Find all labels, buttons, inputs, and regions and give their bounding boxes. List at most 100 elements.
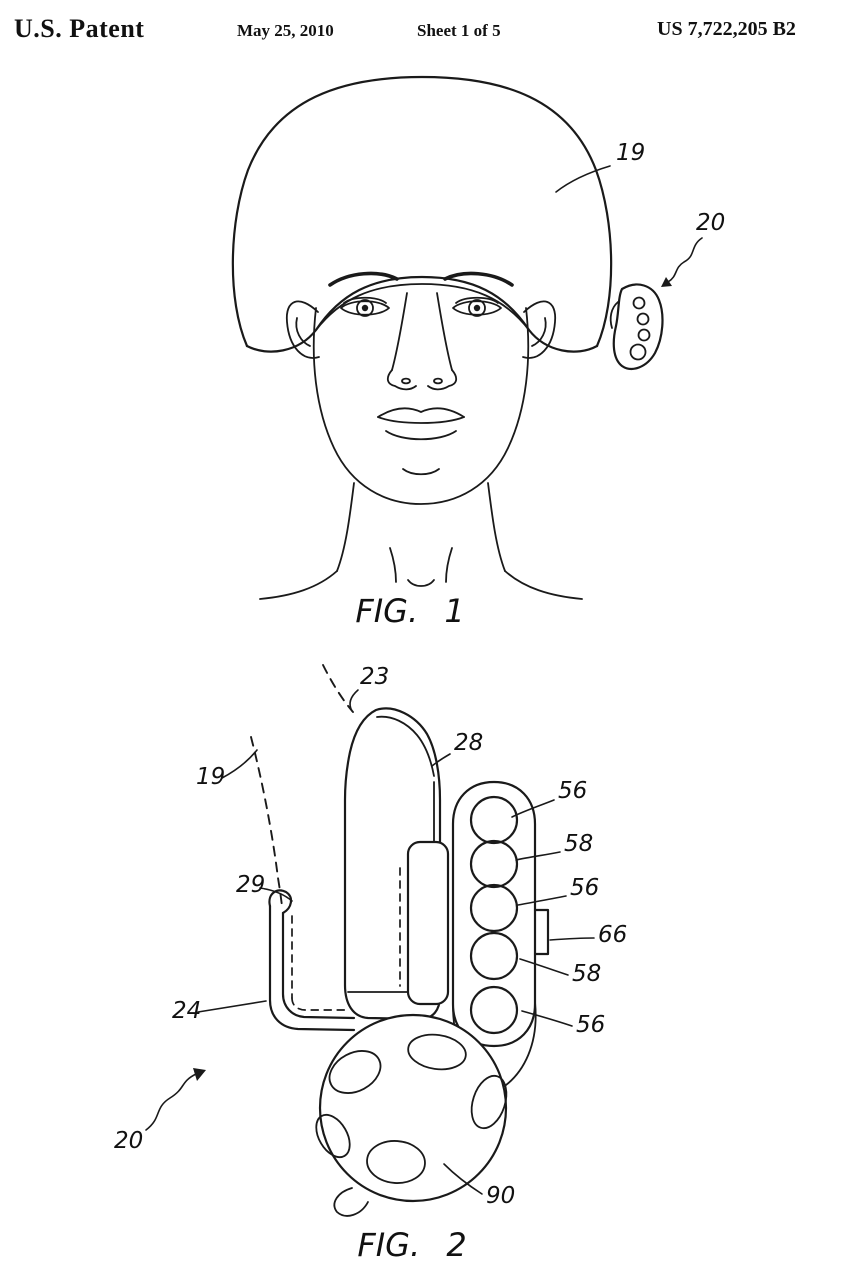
ball-recess-1 [328, 1050, 382, 1094]
leader-line-23 [349, 689, 359, 712]
ref-label-20-fig2: 20 [114, 1128, 143, 1154]
clip-hidden-horizontal [291, 997, 349, 1011]
leader-line-58b [519, 958, 569, 976]
patent-date: May 25, 2010 [237, 21, 334, 40]
right-nostril [433, 377, 443, 385]
ball-recess-2 [407, 1033, 467, 1071]
device-mount-line [609, 301, 619, 329]
leader-line-19 [555, 165, 611, 193]
figure-2-caption: FIG. 2 [357, 1226, 466, 1264]
device-button-2 [636, 312, 650, 326]
clip-curl [268, 889, 293, 915]
helmet-brim [245, 275, 599, 353]
ref-label-28: 28 [454, 730, 483, 756]
right-iris [468, 299, 486, 317]
leader-line-90 [443, 1163, 483, 1195]
lower-lip [385, 430, 457, 441]
right-pupil [473, 304, 481, 312]
suprasternal-notch [407, 579, 435, 587]
sheet-number: Sheet 1 of 5 [417, 21, 501, 40]
body-tip-inner [376, 715, 435, 777]
figure-1-drawing: 19 20 FIG. 1 [231, 75, 725, 630]
ball-outline [318, 1013, 508, 1203]
right-eyelid [455, 296, 499, 304]
face-outline [312, 307, 530, 505]
ball-recess-4 [366, 1140, 426, 1184]
left-ear [286, 300, 320, 359]
ref-label-20-fig1: 20 [696, 210, 725, 236]
leader-squiggle-20-fig2 [145, 1073, 197, 1131]
leader-line-19-fig2 [221, 749, 258, 779]
button-circle-4 [469, 931, 519, 981]
clip-bracket [268, 889, 356, 1032]
figure-1-caption: FIG. 1 [355, 592, 464, 630]
ref-label-29: 29 [236, 872, 265, 898]
strip-outline [451, 780, 537, 1048]
ref-label-58a: 58 [564, 831, 593, 857]
helmet-device-small [609, 283, 664, 370]
device-button-3 [637, 328, 651, 342]
neck-right [487, 482, 506, 572]
shoulder-right [504, 570, 583, 600]
left-eyebrow [328, 271, 399, 287]
ref-label-23: 23 [360, 664, 389, 690]
nose-left-side [391, 292, 408, 371]
helmet-drawing [231, 75, 613, 353]
button-circle-5 [469, 985, 519, 1035]
patent-title: U.S. Patent [14, 14, 145, 43]
button-strip [451, 780, 550, 1048]
leader-squiggle-20 [667, 237, 703, 283]
helmet-edge-dashed-left [250, 736, 283, 907]
ref-label-56b: 56 [570, 875, 599, 901]
right-ear [522, 300, 556, 359]
leader-line-28 [431, 753, 451, 767]
leader-line-58a [515, 851, 561, 861]
left-iris [356, 299, 374, 317]
device-outline [612, 283, 664, 370]
ref-label-19-fig1: 19 [616, 140, 645, 166]
body-mount-panel [406, 840, 450, 1006]
clip-outer [268, 904, 356, 1032]
ref-label-24: 24 [172, 998, 201, 1024]
ref-label-19-fig2: 19 [196, 764, 225, 790]
button-circle-3 [469, 883, 519, 933]
mouth-line [377, 416, 465, 424]
upper-lip [377, 407, 465, 418]
neck-tendon-left [389, 547, 397, 583]
leader-line-24 [197, 1000, 267, 1013]
ball-foot-tab [333, 1187, 369, 1217]
button-circle-1 [469, 795, 519, 845]
helmet-edge-dashed-top [322, 664, 354, 713]
button-circle-2 [469, 839, 519, 889]
left-eyelid [343, 296, 387, 304]
leader-line-56c [521, 1010, 573, 1027]
arrowhead-20-fig1 [661, 277, 672, 287]
ball-recess-5 [315, 1113, 351, 1159]
neck-tendon-right [445, 547, 453, 583]
left-nostril [401, 377, 411, 385]
arrowhead-20-fig2 [193, 1068, 206, 1081]
device-knob [629, 343, 647, 361]
ref-label-90: 90 [486, 1183, 515, 1209]
patent-number: US 7,722,205 B2 [657, 18, 796, 40]
chin-crease [402, 468, 440, 476]
helmet-rim-inner [315, 283, 530, 331]
leader-line-56a [511, 799, 555, 818]
neck-left [336, 482, 355, 572]
ball-recess-3 [470, 1074, 508, 1130]
leader-line-56b [517, 895, 567, 906]
leader-line-29 [259, 887, 293, 902]
right-eye [452, 300, 502, 316]
shoulder-left [259, 570, 338, 600]
right-eyebrow [443, 271, 514, 287]
left-pupil [361, 304, 369, 312]
ball-head [315, 1013, 508, 1217]
face-drawing [259, 271, 583, 600]
helmet-outline [231, 75, 613, 348]
clip-inner [281, 911, 356, 1020]
left-eye [340, 300, 390, 316]
figure-2-drawing: 23 28 19 29 24 20 56 58 56 66 58 56 [114, 664, 627, 1264]
nose-right-side [436, 292, 453, 371]
